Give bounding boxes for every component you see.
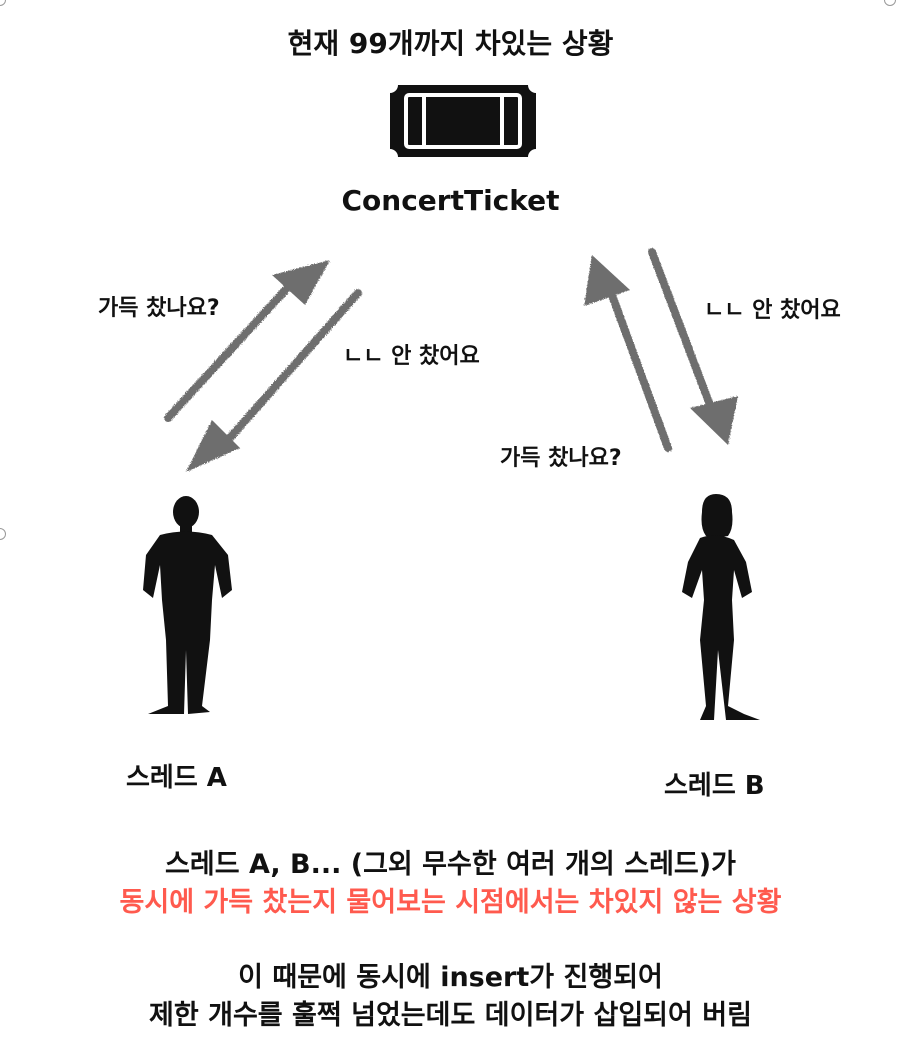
thread-b-question: 가득 찼나요? xyxy=(500,446,622,471)
arrow-a-response xyxy=(186,289,362,472)
summary-line-2-highlight: 동시에 가득 찼는지 물어보는 시점에서는 차있지 않는 상황 xyxy=(119,887,782,918)
ticket-label: ConcertTicket xyxy=(341,184,560,217)
thread-a-question: 가득 찼나요? xyxy=(98,296,220,321)
summary-line-1: 스레드 A, B... (그외 무수한 여러 개의 스레드)가 xyxy=(165,849,736,880)
conclusion-line-2: 제한 개수를 훌쩍 넘었는데도 데이터가 삽입되어 버림 xyxy=(149,1000,752,1031)
arrow-b-request xyxy=(584,255,672,452)
diagram-title: 현재 99개까지 차있는 상황 xyxy=(287,27,614,60)
arrow-b-response xyxy=(648,248,738,445)
arrow-a-request xyxy=(164,260,330,422)
thread-a-label: 스레드 A xyxy=(126,763,227,793)
thread-a-answer: ㄴㄴ 안 찼어요 xyxy=(343,344,480,369)
man-silhouette-icon xyxy=(143,496,232,714)
thread-b-answer: ㄴㄴ 안 찼어요 xyxy=(704,298,841,323)
woman-silhouette-icon xyxy=(682,494,760,720)
thread-b-label: 스레드 B xyxy=(664,771,765,801)
conclusion-line-1: 이 때문에 동시에 insert가 진행되어 xyxy=(238,962,663,993)
